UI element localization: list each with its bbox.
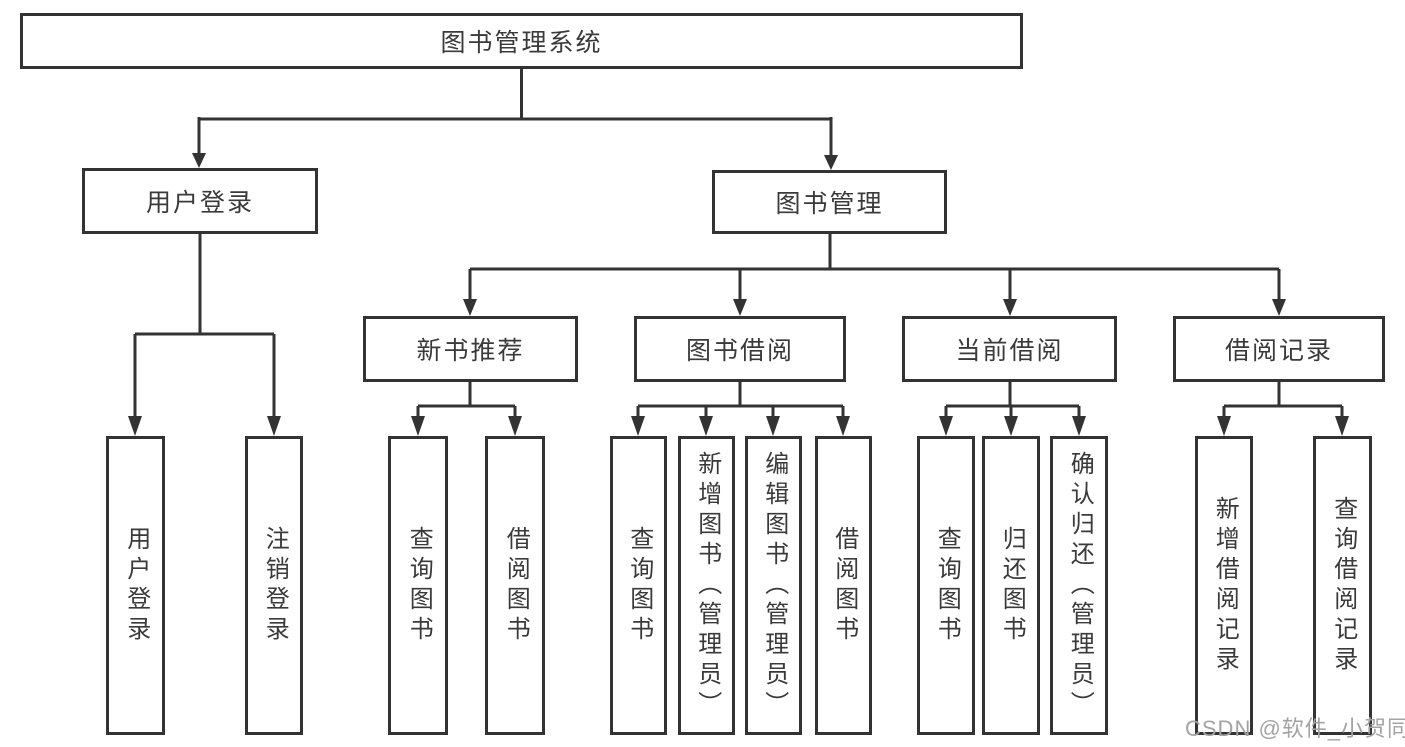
leaf-label: 查询借阅记录 xyxy=(1329,495,1357,676)
leaf-add-borrow-record: 新增借阅记录 xyxy=(1195,436,1253,735)
leaf-user-login: 用户登录 xyxy=(106,436,165,735)
node-label: 图书管理 xyxy=(775,190,884,218)
leaf-label: 查询图书 xyxy=(405,525,433,646)
leaf-logout-login: 注销登录 xyxy=(245,436,303,735)
leaf-query-books-recommend: 查询图书 xyxy=(388,436,448,735)
leaf-label: 归还图书 xyxy=(998,525,1026,646)
leaf-borrow-books-recommend: 借阅图书 xyxy=(485,436,545,735)
leaf-label: 借阅图书 xyxy=(830,525,858,646)
leaf-label: 新增借阅记录 xyxy=(1211,495,1239,676)
csdn-watermark: CSDN @软件_小贺同学 xyxy=(1185,716,1405,741)
leaf-edit-books-admin: 编辑图书（管理员） xyxy=(745,436,802,735)
node-book-borrowing: 图书借阅 xyxy=(634,316,846,382)
leaf-label: 确认归还（管理员） xyxy=(1066,450,1094,721)
node-new-book-recommendation: 新书推荐 xyxy=(363,316,578,382)
leaf-label: 注销登录 xyxy=(261,525,289,646)
node-label: 当前借阅 xyxy=(955,337,1064,365)
leaf-label: 用户登录 xyxy=(122,525,150,646)
node-label: 借阅记录 xyxy=(1224,337,1333,365)
node-user-login: 用户登录 xyxy=(82,168,318,234)
leaf-label: 新增图书（管理员） xyxy=(693,450,721,721)
leaf-confirm-return-admin: 确认归还（管理员） xyxy=(1050,436,1108,735)
node-label: 图书借阅 xyxy=(685,337,794,365)
leaf-add-books-admin: 新增图书（管理员） xyxy=(678,436,735,735)
node-label: 图书管理系统 xyxy=(440,29,603,57)
leaf-return-books: 归还图书 xyxy=(982,436,1040,735)
leaf-label: 借阅图书 xyxy=(502,525,530,646)
leaf-query-borrow-record: 查询借阅记录 xyxy=(1313,436,1372,735)
leaf-label: 编辑图书（管理员） xyxy=(760,450,788,721)
leaf-label: 查询图书 xyxy=(625,525,653,646)
leaf-borrow-books-borrowing: 借阅图书 xyxy=(815,436,872,735)
node-book-management: 图书管理 xyxy=(712,170,947,234)
node-current-borrowing: 当前借阅 xyxy=(902,316,1117,382)
leaf-label: 查询图书 xyxy=(933,525,961,646)
leaf-query-books-borrowing: 查询图书 xyxy=(610,436,667,735)
node-library-management-system: 图书管理系统 xyxy=(20,13,1023,69)
node-label: 新书推荐 xyxy=(416,337,525,365)
node-label: 用户登录 xyxy=(145,189,254,217)
node-borrowing-records: 借阅记录 xyxy=(1173,316,1385,382)
leaf-query-books-current: 查询图书 xyxy=(917,436,975,735)
